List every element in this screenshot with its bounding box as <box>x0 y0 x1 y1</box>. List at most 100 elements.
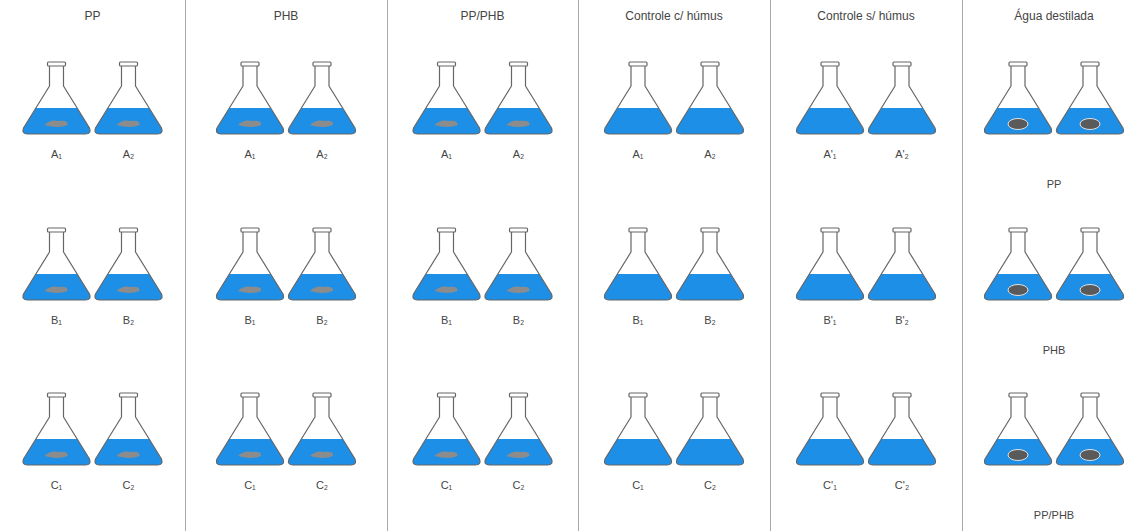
flask-rim <box>313 228 331 232</box>
flask-outline <box>985 232 1052 300</box>
flask-rim <box>510 228 528 232</box>
flask-rim <box>629 393 647 397</box>
flask-label: B'₂ <box>895 314 909 326</box>
erlenmeyer-flask <box>1057 228 1124 300</box>
polymer-sample <box>507 452 530 459</box>
polymer-disc <box>1008 285 1028 296</box>
polymer-sample <box>238 287 261 294</box>
flask-rim <box>120 228 138 232</box>
erlenmeyer-flask <box>289 62 356 134</box>
flask-label: A₂ <box>513 148 525 160</box>
flask-outline <box>289 397 356 465</box>
flask-label: A₂ <box>316 148 328 160</box>
flask-label: B₂ <box>704 314 716 326</box>
flask-outline <box>217 397 284 465</box>
polymer-sample <box>45 121 68 128</box>
flask-outline <box>289 232 356 300</box>
polymer-disc <box>1080 285 1100 296</box>
flask-outline <box>677 232 744 300</box>
erlenmeyer-flask <box>869 228 936 300</box>
flask-outline <box>985 66 1052 134</box>
flask-label: C'₂ <box>895 479 909 491</box>
erlenmeyer-flask <box>289 393 356 465</box>
flask-outline <box>985 397 1052 465</box>
flask-rim <box>893 62 911 66</box>
flask-rim <box>48 393 66 397</box>
flask-rim <box>241 393 259 397</box>
flask-outline <box>95 397 162 465</box>
flask-rim <box>1009 228 1027 232</box>
separator-line <box>185 0 186 531</box>
flask-outline <box>23 232 90 300</box>
erlenmeyer-flask <box>23 62 90 134</box>
erlenmeyer-flask <box>869 393 936 465</box>
polymer-sample <box>435 452 458 459</box>
separator-line <box>770 0 771 531</box>
flask-rim <box>1081 393 1099 397</box>
polymer-sample <box>310 452 333 459</box>
flask-label: A₂ <box>123 148 135 160</box>
flask-outline <box>797 397 864 465</box>
separator-line <box>578 0 579 531</box>
polymer-sample <box>507 287 530 294</box>
flask-rim <box>893 228 911 232</box>
column-separators <box>186 0 963 531</box>
polymer-sample <box>45 452 68 459</box>
column-band: PP <box>0 0 185 531</box>
flask-label: C₂ <box>512 479 524 491</box>
flask-rim <box>893 393 911 397</box>
erlenmeyer-flask <box>95 228 162 300</box>
flask-outline <box>869 232 936 300</box>
erlenmeyer-flask <box>985 228 1052 300</box>
flask-rim <box>438 393 456 397</box>
flask-rim <box>48 62 66 66</box>
separator-line <box>387 0 388 531</box>
erlenmeyer-flask <box>485 228 552 300</box>
erlenmeyer-flask <box>95 393 162 465</box>
polymer-sample <box>117 121 140 128</box>
flask-outline <box>23 66 90 134</box>
flask-label: C₁ <box>441 479 453 491</box>
flask-outline <box>289 66 356 134</box>
polymer-sample <box>45 287 68 294</box>
erlenmeyer-flask <box>413 62 480 134</box>
column-header: PHB <box>185 9 387 23</box>
flask-label: B₂ <box>513 314 525 326</box>
flask-label: B'₁ <box>823 314 836 326</box>
flask-label: A₂ <box>704 148 716 160</box>
flask-rim <box>1081 62 1099 66</box>
column-band: Controle s/ húmus <box>770 0 962 531</box>
polymer-sample <box>507 121 530 128</box>
column-header: PP <box>0 9 185 23</box>
flask-outline <box>869 66 936 134</box>
flask-outline <box>605 397 672 465</box>
flask-rim <box>821 62 839 66</box>
column-band: PP/PHB <box>387 0 578 531</box>
flask-label: C₁ <box>244 479 256 491</box>
polymer-sample <box>435 287 458 294</box>
polymer-sample <box>435 121 458 128</box>
flask-outline <box>95 66 162 134</box>
sample-label: PHB <box>1043 344 1066 356</box>
flask-rim <box>1009 393 1027 397</box>
polymer-disc <box>1008 119 1028 130</box>
flask-label: C'₁ <box>823 479 837 491</box>
flask-group <box>23 62 1124 465</box>
flask-label: A₁ <box>632 148 643 160</box>
erlenmeyer-flask <box>985 62 1052 134</box>
column-header: PP/PHB <box>387 9 578 23</box>
flask-outline <box>1057 232 1124 300</box>
flask-outline <box>413 66 480 134</box>
flask-outline <box>677 397 744 465</box>
flask-rim <box>120 393 138 397</box>
column-band: Água destilada <box>962 0 1146 531</box>
flask-outline <box>217 66 284 134</box>
flask-label: B₂ <box>316 314 328 326</box>
polymer-sample <box>117 287 140 294</box>
separator-line <box>962 0 963 531</box>
flask-outline <box>23 397 90 465</box>
erlenmeyer-flask <box>1057 393 1124 465</box>
flask-outline <box>413 232 480 300</box>
